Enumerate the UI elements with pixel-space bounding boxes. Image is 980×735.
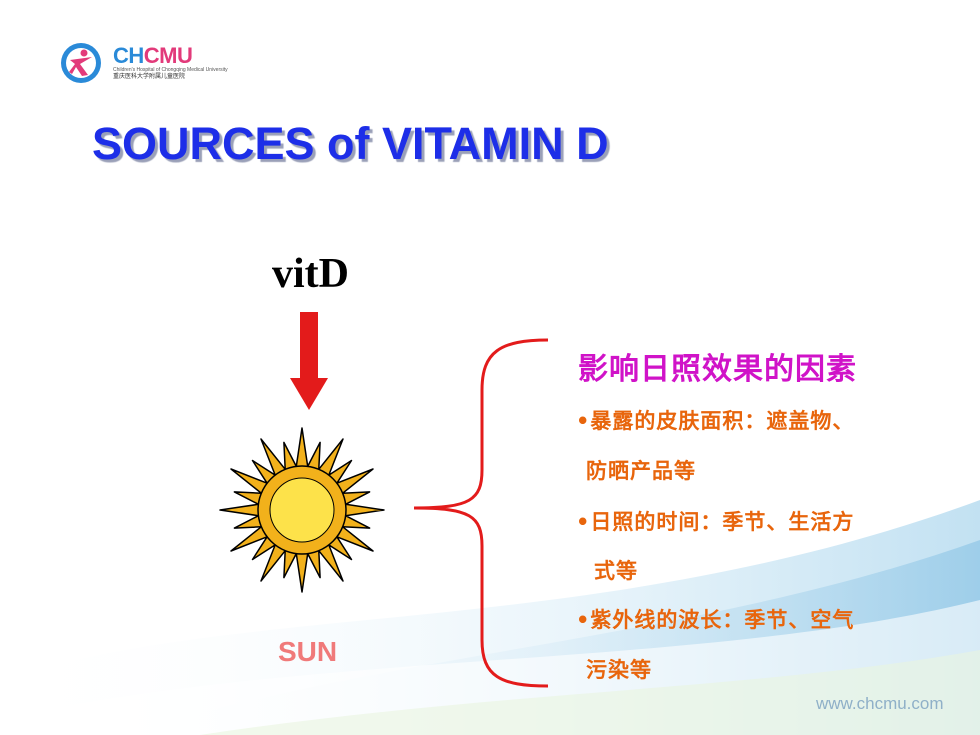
vitd-label: vitD (272, 251, 349, 297)
child-figure-icon (61, 43, 101, 83)
page-title: SOURCES of VITAMIN D (92, 118, 609, 169)
factor-line: 污染等 (586, 658, 652, 682)
factor-line: 式等 (594, 559, 638, 583)
sun-core (269, 477, 335, 543)
factor-line: •暴露的皮肤面积：遮盖物、 (576, 409, 855, 433)
logo-wordmark: CHCMU (113, 43, 193, 68)
logo-subtitle-cn: 重庆医科大学附属儿童医院 (113, 73, 186, 80)
factor-line: •紫外线的波长：季节、空气 (576, 608, 855, 632)
sun-label: SUN (278, 636, 338, 667)
website-url: www.chcmu.com (816, 694, 944, 713)
curly-brace-icon (413, 338, 549, 688)
factor-line: 防晒产品等 (586, 459, 696, 483)
logo-subtitle-en: Children's Hospital of Chongqing Medical… (113, 67, 228, 73)
factor-line: •日照的时间：季节、生活方 (576, 510, 855, 534)
arrow-down-icon (290, 312, 328, 410)
factors-heading: 影响日照效果的因素 (578, 352, 857, 387)
sun-icon (219, 427, 385, 593)
